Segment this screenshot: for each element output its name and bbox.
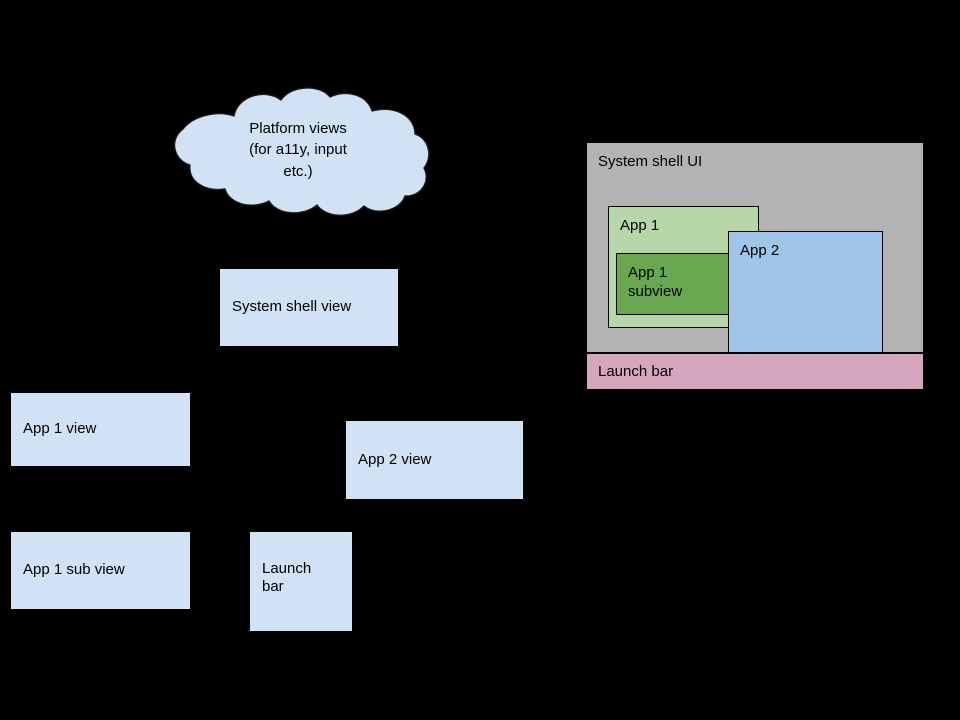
- system-shell-ui-container[interactable]: System shell UI App 1 App 1 subview App …: [586, 142, 924, 353]
- window-stack: App 1 App 1 subview App 2: [587, 143, 923, 353]
- app2-window[interactable]: App 2: [728, 231, 883, 353]
- app1-window-label: App 1: [620, 217, 660, 234]
- app1-view-box[interactable]: App 1 view: [11, 393, 190, 466]
- app1-subview-window-label: App 1 subview: [628, 264, 683, 300]
- system-shell-ui-label: System shell UI: [598, 153, 703, 170]
- launch-bar-strip-label: Launch bar: [598, 363, 674, 380]
- launch-bar-strip[interactable]: Launch bar: [586, 353, 924, 390]
- app2-window-label: App 2: [740, 242, 780, 259]
- app2-view-box[interactable]: App 2 view: [346, 421, 523, 499]
- app1-subview-box[interactable]: App 1 sub view: [11, 532, 190, 609]
- app1-subview-window[interactable]: App 1 subview: [616, 253, 732, 315]
- launch-bar-view-box[interactable]: Launch bar: [250, 532, 352, 631]
- platform-views-cloud[interactable]: Platform views (for a11y, input etc.): [163, 86, 433, 218]
- system-shell-view-box[interactable]: System shell view: [220, 269, 398, 346]
- app1-subview-label: App 1 sub view: [23, 561, 125, 579]
- system-shell-view-label: System shell view: [232, 298, 352, 316]
- cloud-shape-icon: [173, 87, 430, 216]
- app2-view-label: App 2 view: [358, 450, 432, 468]
- app1-view-label: App 1 view: [23, 420, 97, 438]
- launch-bar-view-label: Launch bar: [262, 560, 312, 596]
